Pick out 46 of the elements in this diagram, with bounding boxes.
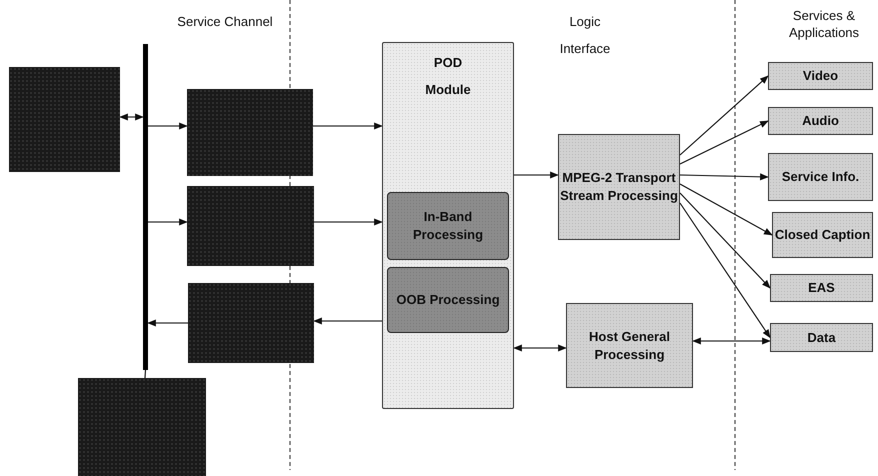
process-box bbox=[772, 212, 873, 258]
process-box bbox=[387, 267, 509, 333]
dark-block bbox=[187, 89, 313, 176]
process-box bbox=[770, 323, 873, 352]
process-box bbox=[768, 153, 873, 201]
arrow bbox=[680, 184, 773, 236]
arrow bbox=[148, 122, 188, 130]
box-label: Video bbox=[802, 67, 838, 85]
dark-block bbox=[188, 283, 314, 363]
process-box bbox=[770, 274, 873, 302]
process-box bbox=[387, 192, 509, 260]
box-label: Host General Processing bbox=[588, 328, 671, 364]
dark-block bbox=[187, 186, 314, 266]
arrow bbox=[680, 202, 770, 338]
box-label: OOB Processing bbox=[396, 291, 500, 309]
dark-block bbox=[78, 378, 206, 476]
column-heading: Services & Applications bbox=[788, 8, 860, 42]
arrow bbox=[692, 337, 771, 345]
dark-block bbox=[9, 67, 120, 172]
box-label: Service Info. bbox=[782, 168, 860, 186]
column-heading: Service Channel bbox=[176, 13, 274, 31]
arrow bbox=[680, 192, 771, 289]
arrow bbox=[680, 120, 769, 164]
process-box bbox=[768, 62, 873, 90]
arrow bbox=[119, 113, 144, 121]
arrow bbox=[513, 344, 567, 352]
column-heading: Logic Interface bbox=[558, 13, 612, 58]
arrow bbox=[148, 218, 188, 226]
box-label: EAS bbox=[808, 279, 835, 297]
arrow bbox=[313, 122, 383, 130]
process-box bbox=[768, 107, 873, 135]
arrow bbox=[514, 171, 559, 179]
arrow bbox=[147, 319, 188, 327]
process-box bbox=[558, 134, 680, 240]
arrow bbox=[680, 173, 769, 180]
box-label: POD Module bbox=[424, 54, 472, 100]
arrow bbox=[680, 75, 769, 156]
process-box bbox=[566, 303, 693, 388]
box-label: In-Band Processing bbox=[412, 208, 484, 244]
arrow bbox=[314, 218, 383, 226]
box-label: Closed Caption bbox=[774, 226, 870, 244]
module-panel bbox=[382, 42, 514, 409]
box-label: Data bbox=[807, 328, 836, 346]
arrow bbox=[313, 317, 382, 325]
box-label: MPEG-2 Transport Stream Processing bbox=[559, 169, 679, 205]
box-label: Audio bbox=[802, 112, 839, 130]
